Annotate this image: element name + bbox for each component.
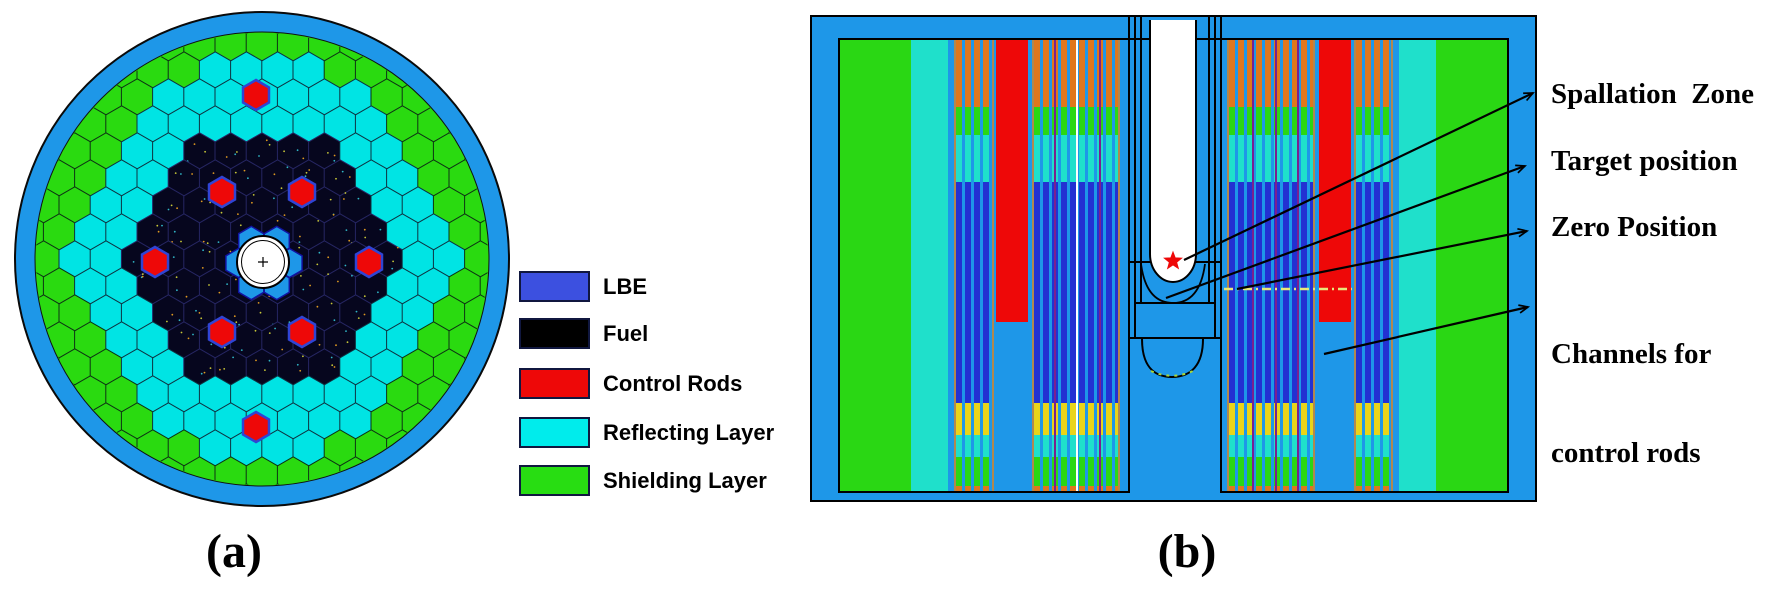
legend-item-control-rods: Control Rods (519, 368, 742, 399)
assembly-segment (956, 457, 992, 486)
reflecting-band-right (1399, 40, 1436, 491)
control-rod-right (1319, 40, 1351, 322)
assembly-segment (1229, 40, 1313, 107)
assembly-divider (1076, 40, 1078, 491)
legend-item-fuel: Fuel (519, 318, 648, 349)
assembly-segment (956, 182, 992, 403)
legend-label: Shielding Layer (603, 467, 767, 493)
control-rod-hex (241, 78, 271, 112)
arrow-zero-position (1236, 228, 1530, 291)
assembly-segment (1229, 135, 1313, 182)
legend: LBE Fuel Control Rods Reflecting Layer S… (519, 271, 789, 503)
legend-item-reflecting: Reflecting Layer (519, 417, 774, 448)
assembly-segment (1229, 403, 1313, 435)
control-rod-hex (287, 175, 317, 209)
legend-swatch-reflecting (519, 417, 590, 448)
annotation-target-position: Target position (1551, 145, 1738, 177)
assembly-segment (956, 40, 992, 107)
annotation-spallation-zone: Spallation Zone (1551, 78, 1755, 110)
shielding-band-left (840, 40, 911, 491)
control-rod-hex (287, 315, 317, 349)
arrow-spallation-zone (1183, 92, 1535, 261)
fuel-assembly-1 (954, 40, 994, 491)
annotation-line: control rods (1551, 437, 1701, 469)
lower-plenum-curve (1141, 338, 1204, 379)
assembly-segment (1356, 107, 1391, 135)
reflecting-band-left (911, 40, 948, 491)
assembly-segment (1356, 403, 1391, 435)
assembly-segment (956, 435, 992, 457)
central-target-assembly (225, 225, 303, 301)
core-cross-section-a (14, 11, 510, 507)
legend-label: LBE (603, 273, 647, 299)
assembly-segment (1229, 435, 1313, 457)
legend-swatch-fuel (519, 318, 590, 349)
annotation-control-rod-channels: Channels for control rods (1551, 272, 1711, 536)
legend-item-shielding: Shielding Layer (519, 465, 767, 496)
plenum-dashes (1150, 369, 1196, 377)
caption-a: (a) (206, 525, 262, 578)
assembly-divider (1297, 40, 1299, 491)
assembly-segment (1356, 435, 1391, 457)
control-rod-hex (140, 245, 170, 279)
assembly-segment (1229, 107, 1313, 135)
legend-swatch-control-rods (519, 368, 590, 399)
assembly-divider (1099, 40, 1101, 491)
fuel-assembly-3 (1227, 40, 1315, 491)
control-rod-left (996, 40, 1028, 322)
control-rod-hex (241, 410, 271, 444)
fuel-assembly-2 (1032, 40, 1120, 491)
legend-swatch-lbe (519, 271, 590, 302)
axial-overlay (1128, 17, 1535, 493)
assembly-segment (1356, 182, 1391, 403)
control-rod-hex (354, 245, 384, 279)
assembly-segment (956, 403, 992, 435)
assembly-segment (1356, 457, 1391, 486)
control-rod-hex (207, 175, 237, 209)
assembly-segment (1356, 486, 1391, 491)
legend-label: Control Rods (603, 370, 743, 396)
beam-tube (1149, 20, 1197, 283)
legend-swatch-shielding (519, 465, 590, 496)
arrow-control-rod-channels (1323, 304, 1531, 356)
assembly-segment (1229, 486, 1313, 491)
assembly-segment (1356, 40, 1391, 107)
assembly-segment (1229, 457, 1313, 486)
assembly-divider (1054, 40, 1056, 491)
legend-label: Fuel (603, 320, 649, 346)
caption-b: (b) (1157, 525, 1217, 578)
arrow-target-position (1165, 164, 1527, 300)
assembly-segment (956, 107, 992, 135)
shielding-band-right (1436, 40, 1507, 491)
assembly-segment (956, 486, 992, 491)
legend-label: Reflecting Layer (603, 419, 775, 445)
assembly-segment (956, 135, 992, 182)
assembly-divider (1275, 40, 1277, 491)
center-mark-icon (258, 257, 268, 267)
spallation-star-icon (1163, 250, 1183, 270)
control-rod-hex (207, 315, 237, 349)
legend-item-lbe: LBE (519, 271, 647, 302)
annotation-zero-position: Zero Position (1551, 211, 1718, 243)
annotation-line: Channels for (1551, 338, 1712, 370)
